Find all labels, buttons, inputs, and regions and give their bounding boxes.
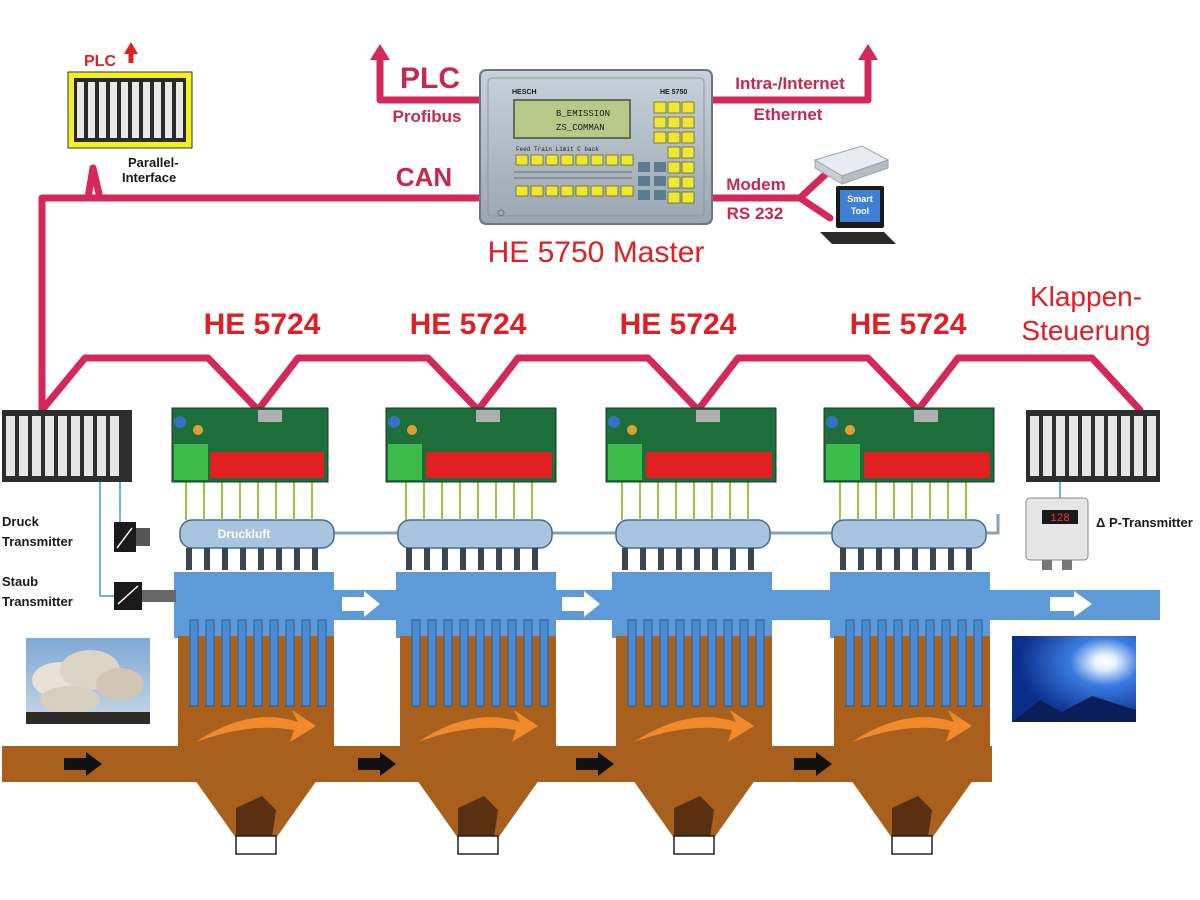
- clean-sky-image: [1012, 636, 1136, 722]
- rs232-label: RS 232: [727, 204, 784, 223]
- staub-transmitter-device: [114, 582, 176, 610]
- module-label-4: HE 5724: [850, 308, 967, 341]
- he5724-module-1: [171, 407, 329, 483]
- druck-transmitter-label: Druck: [2, 514, 40, 529]
- dp-display: 128: [1050, 513, 1070, 525]
- arrow-up-icon: [124, 42, 878, 60]
- plc-label-left: PLC: [84, 53, 116, 70]
- filter-chamber-3: [616, 619, 772, 855]
- he5750-master-panel: HESCH HE 5750 B_EMISSION ZS_COMMAN Feed …: [479, 69, 713, 225]
- terminal-blocks: [74, 78, 186, 142]
- he5724-module-3: [605, 407, 777, 483]
- profibus-label: Profibus: [393, 107, 462, 126]
- flow-arrow-icon: [342, 591, 1092, 617]
- smart-tool-label-2: Tool: [851, 206, 869, 216]
- lcd-display: B_EMISSION ZS_COMMAN: [513, 99, 631, 139]
- raw-gas-arrow-icon: [64, 752, 832, 776]
- module-label-2: HE 5724: [410, 308, 527, 341]
- modem-device: [813, 145, 890, 185]
- filter-chamber-2: [400, 619, 556, 855]
- dp-transmitter-device: 128: [1025, 497, 1089, 570]
- modem-label: Modem: [726, 175, 786, 194]
- he5724-module-4: [823, 407, 995, 483]
- panel-brand: HESCH: [512, 89, 537, 96]
- panel-model: HE 5750: [660, 89, 687, 96]
- pulse-valves: [186, 548, 972, 570]
- terminal-rail-left: [2, 410, 132, 482]
- staub-transmitter-label: Staub: [2, 574, 38, 589]
- klappen-label-2: Steuerung: [1021, 315, 1150, 346]
- bus-network: [38, 50, 1144, 416]
- druck-transmitter-label-2: Transmitter: [2, 534, 73, 549]
- dp-transmitter-label: Δ P-Transmitter: [1096, 515, 1193, 530]
- staub-transmitter-label-2: Transmitter: [2, 594, 73, 609]
- smoke-stacks-image: [26, 638, 150, 724]
- ethernet-label: Ethernet: [754, 105, 823, 124]
- druckluft-label: Druckluft: [218, 527, 271, 541]
- master-caption: HE 5750 Master: [488, 236, 705, 269]
- parallel-interface: [67, 71, 193, 149]
- laptop-smart-tool: Smart Tool: [820, 186, 896, 244]
- intranet-label: Intra-/Internet: [735, 74, 845, 93]
- klappen-label-1: Klappen-: [1030, 281, 1142, 312]
- svg-text:B_EMISSION: B_EMISSION: [556, 109, 610, 119]
- smart-tool-label: Smart: [847, 194, 873, 204]
- module-label-3: HE 5724: [620, 308, 737, 341]
- can-label: CAN: [396, 162, 452, 192]
- parallel-interface-label: Parallel-Interface: [122, 155, 179, 185]
- navigation-keys: [638, 162, 666, 200]
- plc-label: PLC: [400, 62, 460, 95]
- druck-transmitter-device: [114, 522, 150, 552]
- filter-chamber-4: [834, 619, 990, 855]
- keypad-yellow: [515, 101, 695, 204]
- svg-text:ZS_COMMAN: ZS_COMMAN: [556, 123, 605, 133]
- valve-signal-lines: [185, 482, 967, 520]
- terminal-rail-right: [1026, 410, 1160, 482]
- filter-chambers: [178, 619, 990, 855]
- module-label-1: HE 5724: [204, 308, 321, 341]
- softkey-labels: Feed Train Limit C back: [516, 146, 599, 153]
- he5724-module-2: [385, 407, 557, 483]
- filter-chamber-1: [178, 619, 334, 855]
